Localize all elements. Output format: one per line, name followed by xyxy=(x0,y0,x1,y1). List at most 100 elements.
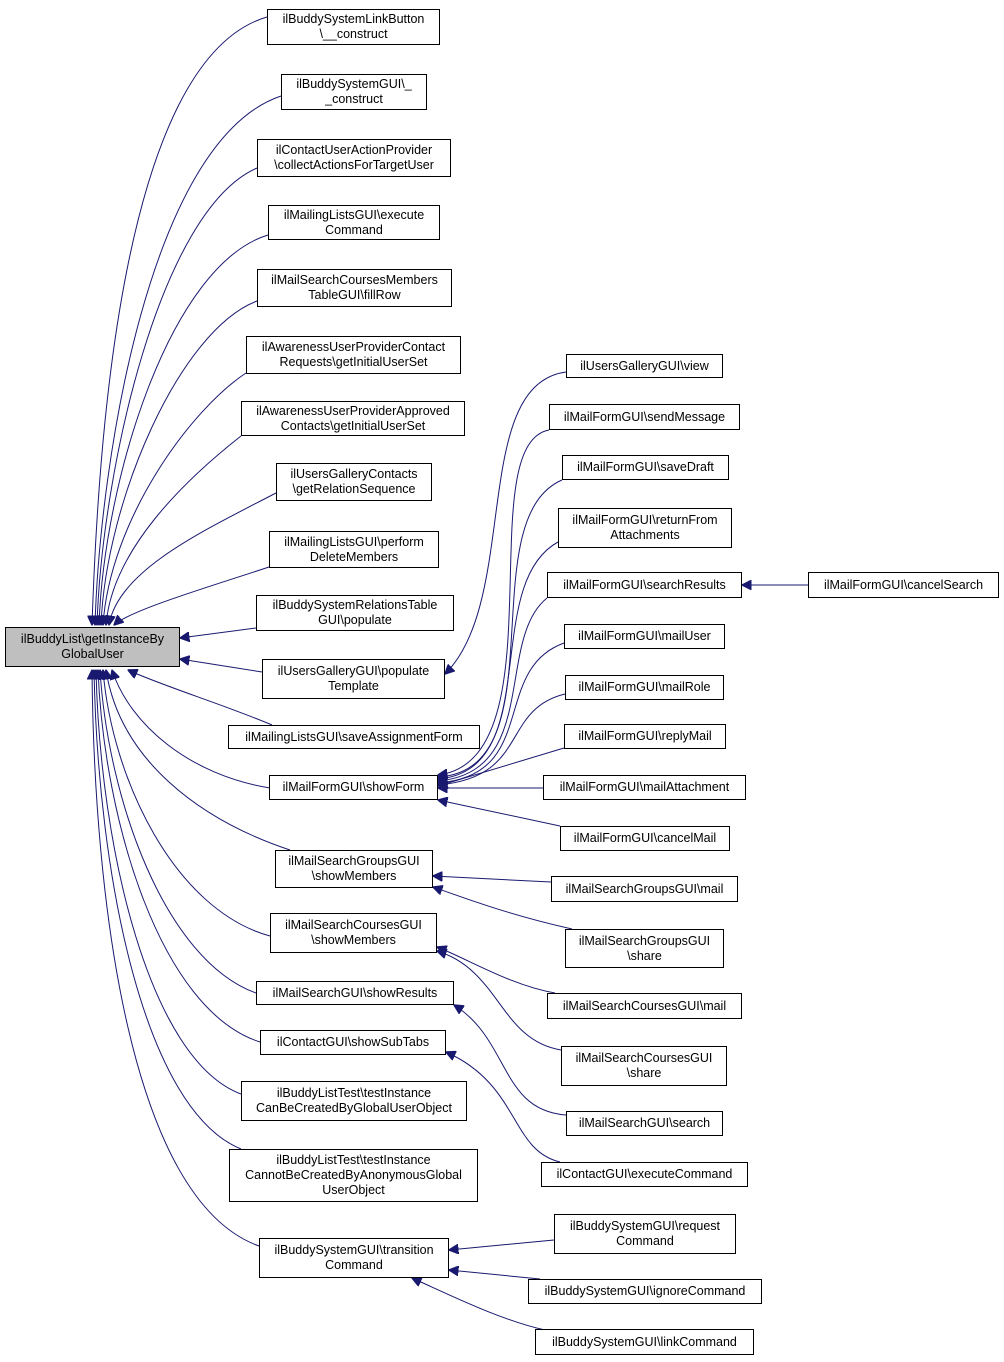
node-label-line: Template xyxy=(328,679,379,693)
node-label-line: CannotBeCreatedByAnonymousGlobal xyxy=(245,1168,462,1182)
node-label-line: ilMailFormGUI\returnFrom xyxy=(572,513,718,527)
caller-node-function[interactable]: ilMailFormGUI\cancelMail xyxy=(560,826,730,851)
call-edge-arrow xyxy=(92,16,268,625)
call-edge-arrow xyxy=(438,541,559,779)
node-label-line: _construct xyxy=(325,92,383,106)
call-edge-arrow xyxy=(95,95,282,625)
node-label-line: Command xyxy=(325,222,383,237)
node-label-line: ilBuddySystemGUI\ignoreCommand xyxy=(544,1284,746,1298)
call-edge-arrow xyxy=(433,887,573,930)
node-label-line: DeleteMembers xyxy=(309,549,399,564)
node-label-line: ilMailSearchCoursesMembers xyxy=(271,273,438,287)
caller-node-function[interactable]: ilContactUserActionProvider\collectActio… xyxy=(257,139,451,177)
caller-node-function[interactable]: ilContactGUI\executeCommand xyxy=(541,1162,748,1187)
node-label-line: ilBuddySystemGUI\request xyxy=(569,1219,721,1233)
node-label-line: Contacts\getInitialUserSet xyxy=(280,418,426,433)
caller-node-function[interactable]: ilMailSearchGroupsGUI\mail xyxy=(551,876,738,902)
node-label-line: \collectActionsForTargetUser xyxy=(274,158,434,172)
call-edge-arrow xyxy=(438,800,561,827)
caller-node-function[interactable]: ilMailingListsGUI\saveAssignmentForm xyxy=(228,725,480,749)
caller-node-function[interactable]: ilMailSearchCoursesGUI\showMembers xyxy=(270,913,437,953)
node-label-line: ilMailSearchGUI\showResults xyxy=(272,985,438,1000)
call-edge-arrow xyxy=(96,670,242,1095)
node-label-line: Requests\getInitialUserSet xyxy=(279,355,428,369)
caller-node-function[interactable]: ilMailFormGUI\replyMail xyxy=(564,724,726,749)
node-label-line: GUI\populate xyxy=(318,613,392,627)
caller-node-function[interactable]: ilBuddySystemGUI\__construct xyxy=(281,74,427,110)
call-edge-arrow xyxy=(94,670,242,1150)
call-edge-arrow xyxy=(103,372,247,625)
call-edge-arrow xyxy=(98,670,261,1043)
node-label-line: ilMailSearchGUI\search xyxy=(578,1116,711,1130)
call-edge-arrow xyxy=(128,670,273,726)
node-label-line: ilBuddyList\getInstanceBy xyxy=(20,632,165,646)
call-edge-arrow xyxy=(106,670,291,851)
node-label-line: \share xyxy=(626,1066,662,1080)
node-label-line: ilMailSearchCoursesGUI xyxy=(285,918,422,932)
node-label-line: \getRelationSequence xyxy=(292,482,416,496)
caller-node-function[interactable]: ilMailSearchCoursesGUI\mail xyxy=(547,993,742,1019)
node-label-line: ilMailSearchGroupsGUI xyxy=(578,933,711,948)
node-label-line: \share xyxy=(627,948,662,963)
caller-node-function[interactable]: ilMailFormGUI\cancelSearch xyxy=(808,572,999,598)
caller-node-function[interactable]: ilMailSearchGUI\search xyxy=(566,1111,723,1136)
node-label-line: ilContactGUI\executeCommand xyxy=(556,1167,733,1181)
caller-node-function[interactable]: ilMailFormGUI\mailAttachment xyxy=(543,775,746,800)
node-label-line: ilMailFormGUI\mailUser xyxy=(578,629,711,643)
caller-node-function[interactable]: ilContactGUI\showSubTabs xyxy=(260,1030,446,1055)
node-label-line: ilUsersGalleryContacts xyxy=(290,467,418,481)
caller-node-function[interactable]: ilMailFormGUI\mailRole xyxy=(565,675,724,700)
node-label-line: ilMailSearchGroupsGUI\mail xyxy=(565,881,724,896)
call-edge-arrow xyxy=(437,947,556,994)
call-edge-arrow xyxy=(438,479,563,777)
caller-node-function[interactable]: ilUsersGalleryGUI\view xyxy=(566,354,723,378)
caller-node-function[interactable]: ilBuddySystemGUI\ignoreCommand xyxy=(528,1279,762,1304)
node-label-line: ilMailFormGUI\saveDraft xyxy=(577,460,714,474)
node-label-line: ilMailingListsGUI\execute xyxy=(283,207,425,222)
call-edge-arrow xyxy=(438,693,566,785)
caller-node-function[interactable]: ilMailSearchCoursesGUI\share xyxy=(561,1046,727,1086)
node-label-line: ilAwarenessUserProviderApproved xyxy=(256,403,450,418)
caller-node-function[interactable]: ilMailSearchGUI\showResults xyxy=(256,981,454,1005)
node-label-line: ilBuddySystemGUI\transition xyxy=(274,1243,434,1257)
caller-node-function[interactable]: ilMailSearchGroupsGUI\share xyxy=(565,929,724,968)
node-label-line: ilMailFormGUI\sendMessage xyxy=(563,409,726,424)
node-label-line: ilUsersGalleryGUI\view xyxy=(580,358,709,373)
node-label-line: ilBuddySystemGUI\_ xyxy=(296,77,412,91)
call-edge-arrow xyxy=(446,1052,561,1163)
call-edge-arrow xyxy=(438,597,548,781)
caller-node-function[interactable]: ilMailFormGUI\sendMessage xyxy=(549,404,740,430)
call-edge-arrow xyxy=(449,1270,541,1280)
call-edge-arrow xyxy=(99,234,269,625)
caller-node-function[interactable]: ilMailFormGUI\searchResults xyxy=(547,572,742,598)
node-label-line: ilBuddySystemGUI\linkCommand xyxy=(552,1334,737,1349)
caller-node-function[interactable]: ilMailFormGUI\showForm xyxy=(269,775,438,800)
node-label-line: ilMailFormGUI\showForm xyxy=(282,780,425,794)
caller-node-function[interactable]: ilBuddySystemGUI\linkCommand xyxy=(535,1329,754,1355)
caller-node-function[interactable]: ilUsersGalleryContacts\getRelationSequen… xyxy=(276,463,432,501)
node-label-line: ilMailSearchCoursesGUI xyxy=(575,1051,713,1065)
node-label-line: ilBuddyListTest\testInstance xyxy=(276,1086,432,1100)
node-label-line: ilBuddyListTest\testInstance xyxy=(276,1153,431,1167)
node-label-line: ilMailSearchCoursesGUI\mail xyxy=(562,998,727,1013)
caller-node-function[interactable]: ilBuddySystemLinkButton\__construct xyxy=(267,9,440,45)
caller-node-function[interactable]: ilMailFormGUI\saveDraft xyxy=(562,455,729,480)
caller-node-function[interactable]: ilMailFormGUI\mailUser xyxy=(564,624,725,649)
caller-node-function[interactable]: ilMailSearchGroupsGUI\showMembers xyxy=(275,850,433,888)
node-label-line: ilContactGUI\showSubTabs xyxy=(276,1035,430,1049)
